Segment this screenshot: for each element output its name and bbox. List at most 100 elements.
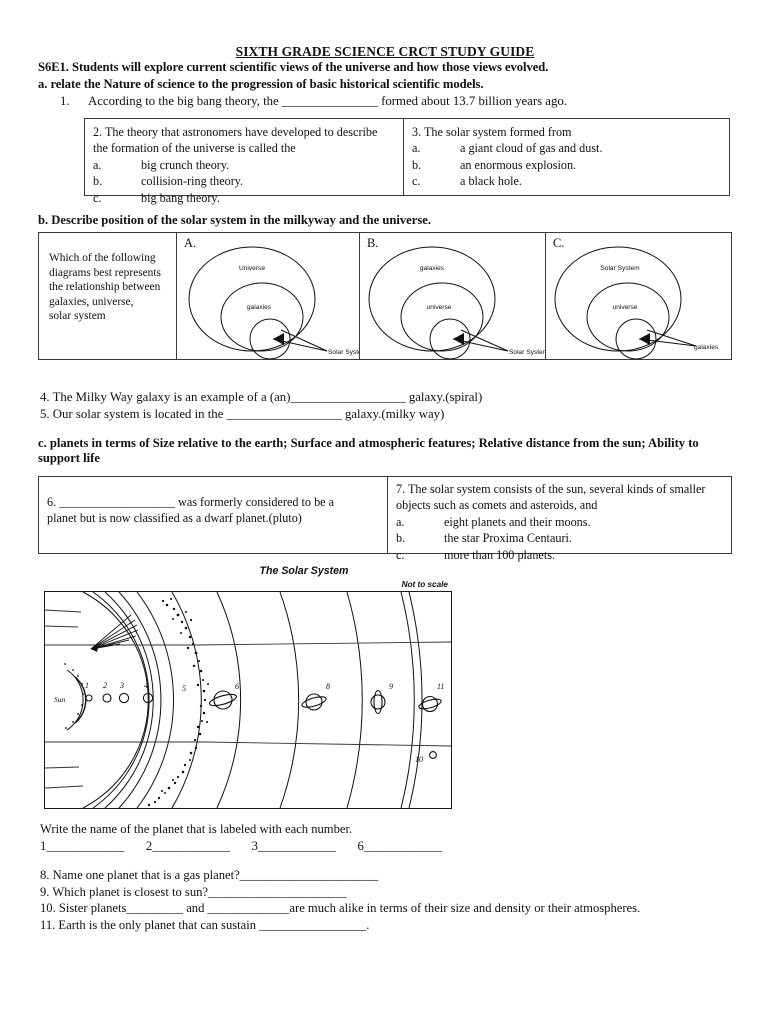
- comet-graphic: [90, 614, 139, 650]
- venn-a-inner-label: Solar System: [328, 349, 359, 356]
- table-column-divider: [403, 119, 404, 195]
- prompt-line-2: diagrams best represents: [49, 266, 161, 279]
- question-3-option-a[interactable]: a. a giant cloud of gas and dust.: [412, 140, 717, 156]
- question-7-stem-line1: 7. The solar system consists of the sun,…: [396, 482, 706, 496]
- element-a-heading: a. relate the Nature of science to the p…: [38, 77, 484, 91]
- planet-label-3: 3: [119, 681, 124, 690]
- option-text: an enormous explosion.: [460, 157, 577, 172]
- venn-choice-c[interactable]: C. Solar System universe galaxies: [546, 233, 732, 360]
- planet-naming-blanks[interactable]: 1____________ 2____________ 3___________…: [40, 839, 750, 854]
- question-2-cell: 2. The theory that astronomers have deve…: [93, 124, 393, 206]
- choice-letter-a: A.: [184, 236, 197, 250]
- question-2-stem-line1: 2. The theory that astronomers have deve…: [93, 125, 378, 139]
- question-3-stem: 3. The solar system formed from: [412, 125, 572, 139]
- question-3-option-b[interactable]: b. an enormous explosion.: [412, 157, 717, 173]
- sun-graphic: Sun: [54, 663, 87, 731]
- table-column-divider: [545, 233, 546, 359]
- venn-c-outer-label: Solar System: [600, 265, 640, 272]
- option-text: big crunch theory.: [141, 157, 230, 172]
- option-letter: a.: [412, 141, 421, 156]
- venn-a-outer-label: Universe: [239, 265, 265, 272]
- question-1: 1.According to the big bang theory, the …: [60, 94, 750, 109]
- planet-11-graphic: [418, 695, 442, 713]
- option-letter: b.: [412, 157, 422, 172]
- question-9: 9. Which planet is closest to sun?______…: [40, 885, 347, 899]
- choice-letter-c: C.: [553, 236, 565, 250]
- page-title: SIXTH GRADE SCIENCE CRCT STUDY GUIDE: [0, 44, 770, 60]
- question-6-cell: 6. ___________________ was formerly cons…: [47, 494, 381, 527]
- prompt-line-3: the relationship between: [49, 281, 161, 294]
- planet-label-4: 4: [144, 681, 148, 690]
- question-2-option-b[interactable]: b. collision-ring theory.: [93, 173, 393, 189]
- option-text: a giant cloud of gas and dust.: [460, 141, 603, 156]
- question-6-7-table: 6. ___________________ was formerly cons…: [38, 476, 732, 562]
- blank-6[interactable]: 6____________: [357, 839, 442, 853]
- asteroid-belt: [147, 598, 209, 807]
- question-7-stem-line2: objects such as comets and asteroids, an…: [396, 498, 598, 513]
- planet-label-8: 8: [326, 682, 330, 691]
- venn-a-middle-label: galaxies: [247, 304, 272, 311]
- planet-label-2: 2: [103, 681, 107, 690]
- venn-c-middle-label: universe: [613, 304, 638, 311]
- planet-naming-instruction: Write the name of the planet that is lab…: [40, 822, 353, 836]
- question-7-option-c[interactable]: c.more than 100 planets.: [396, 547, 726, 563]
- option-letter: b.: [396, 531, 406, 546]
- option-text: big bang theory.: [141, 190, 220, 205]
- question-3-cell: 3. The solar system formed from a. a gian…: [412, 124, 717, 190]
- solar-figure-subtitle: Not to scale: [401, 580, 448, 589]
- blank-1[interactable]: 1____________: [40, 839, 125, 853]
- question-7-option-b[interactable]: b. the star Proxima Centauri.: [396, 530, 726, 546]
- venn-choice-b[interactable]: B. galaxies universe Solar System: [360, 233, 545, 360]
- venn-choice-a[interactable]: A. Universe galaxies Solar System: [177, 233, 359, 360]
- choice-letter-b: B.: [367, 236, 379, 250]
- option-letter: b.: [93, 174, 103, 189]
- solar-system-figure: The Solar System Not to scale: [44, 565, 454, 810]
- sun-label: Sun: [54, 695, 66, 704]
- venn-diagram-a-graphic: Universe galaxies Solar System: [188, 246, 359, 360]
- planet-label-9: 9: [389, 682, 393, 691]
- question-4: 4. The Milky Way galaxy is an example of…: [40, 390, 483, 404]
- prompt-line-4: galaxies, universe,: [49, 295, 134, 308]
- option-letter: c.: [412, 174, 421, 189]
- venn-diagram-b-graphic: galaxies universe Solar System: [368, 246, 545, 360]
- venn-c-inner-label: galaxies: [694, 344, 719, 351]
- question-3-option-c[interactable]: c. a black hole.: [412, 173, 717, 189]
- option-text: the star Proxima Centauri.: [444, 531, 572, 546]
- table-column-divider: [387, 477, 388, 553]
- venn-b-outer-label: galaxies: [420, 265, 445, 272]
- option-text: collision-ring theory.: [141, 174, 244, 189]
- question-2-option-a[interactable]: a. big crunch theory.: [93, 157, 393, 173]
- solar-system-graphic: Sun: [45, 592, 451, 808]
- question-2-option-c[interactable]: c. big bang theory.: [93, 190, 393, 206]
- planet-label-5: 5: [182, 684, 186, 693]
- option-letter: a.: [396, 514, 405, 529]
- option-letter: c.: [93, 190, 102, 205]
- option-letter: c.: [396, 547, 405, 562]
- blank-2[interactable]: 2____________: [145, 839, 231, 853]
- standard-statement: S6E1. Students will explore current scie…: [38, 60, 549, 74]
- question-7-cell: 7. The solar system consists of the sun,…: [396, 481, 726, 563]
- question-7-option-a[interactable]: a.eight planets and their moons.: [396, 514, 726, 530]
- question-1-number: 1.: [60, 94, 70, 108]
- planet-label-10: 10: [415, 755, 423, 764]
- venn-question-prompt: Which of the following diagrams best rep…: [49, 251, 171, 324]
- planet-6-graphic: [208, 690, 238, 710]
- question-2-3-table: 2. The theory that astronomers have deve…: [84, 118, 730, 205]
- option-letter: a.: [93, 157, 102, 172]
- prompt-line-5: solar system: [49, 310, 106, 323]
- planet-label-6: 6: [235, 682, 239, 691]
- question-2-stem-line2: the formation of the universe is called …: [93, 141, 296, 156]
- question-5: 5. Our solar system is located in the __…: [40, 407, 445, 421]
- venn-diagram-c-graphic: Solar System universe galaxies: [554, 246, 719, 360]
- table-column-divider: [176, 233, 177, 359]
- venn-b-inner-label: Solar System: [509, 349, 545, 356]
- element-c-heading: c. planets in terms of Size relative to …: [38, 436, 699, 465]
- blank-3[interactable]: 3____________: [251, 839, 337, 853]
- planet-label-11: 11: [437, 682, 444, 691]
- question-10: 10. Sister planets_________ and ________…: [40, 901, 641, 915]
- page-title-text: SIXTH GRADE SCIENCE CRCT STUDY GUIDE: [235, 44, 535, 59]
- solar-figure-frame: Sun: [44, 591, 452, 809]
- option-text: a black hole.: [460, 174, 522, 189]
- element-b-heading: b. Describe position of the solar system…: [38, 213, 431, 227]
